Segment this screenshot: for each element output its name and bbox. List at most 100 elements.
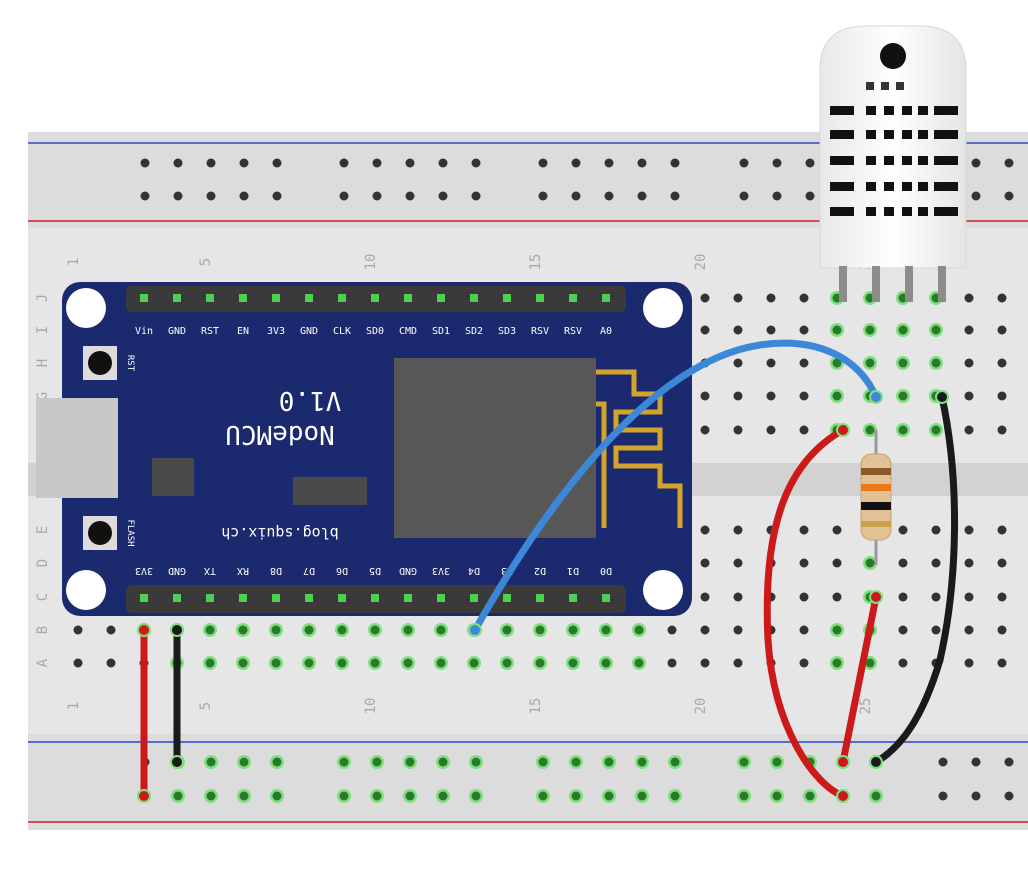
- bottom-pin-label: TX: [204, 565, 216, 576]
- vent-slot: [866, 106, 876, 115]
- breadboard-hole: [304, 658, 314, 668]
- rail-hole: [670, 791, 680, 801]
- breadboard-hole: [964, 425, 974, 435]
- dht22-leg: [872, 266, 880, 302]
- breadboard-hole: [964, 658, 974, 668]
- breadboard-hole: [898, 558, 908, 568]
- header-pin: [404, 294, 412, 302]
- breadboard-hole: [370, 658, 380, 668]
- bottom-pin-label: D4: [468, 565, 480, 576]
- rail-hole: [438, 757, 448, 767]
- top-pin-label: RSV: [564, 326, 582, 337]
- rail-hole: [538, 158, 548, 168]
- vent-slot: [884, 106, 894, 115]
- row-letter: B: [35, 626, 51, 634]
- breadboard-hole: [469, 658, 479, 668]
- breadboard-hole: [733, 658, 743, 668]
- breadboard-hole: [898, 658, 908, 668]
- header-pin: [536, 294, 544, 302]
- bottom-pin-label: D8: [270, 565, 282, 576]
- rail-hole: [239, 791, 249, 801]
- nodemcu-version-text: V1.0: [279, 385, 342, 415]
- column-number: 5: [198, 258, 214, 266]
- header-pin: [503, 294, 511, 302]
- wire-end: [139, 791, 149, 801]
- breadboard-hole: [766, 358, 776, 368]
- header-pin: [569, 594, 577, 602]
- rail-hole: [471, 791, 481, 801]
- rail-hole: [571, 757, 581, 767]
- vent-slot: [866, 82, 874, 90]
- bottom-pin-label: D1: [567, 565, 579, 576]
- breadboard-hole: [832, 358, 842, 368]
- row-letter: E: [35, 526, 51, 534]
- rail-hole: [471, 158, 481, 168]
- vent-slot: [918, 207, 928, 216]
- header-pin: [371, 594, 379, 602]
- header-pin: [470, 294, 478, 302]
- breadboard-hole: [964, 391, 974, 401]
- column-number: 20: [693, 698, 709, 715]
- wire-end: [838, 791, 848, 801]
- breadboard-hole: [700, 625, 710, 635]
- voltage-regulator: [152, 458, 194, 496]
- breadboard-hole: [700, 293, 710, 303]
- header-pin: [272, 294, 280, 302]
- breadboard-hole: [700, 425, 710, 435]
- wire-black-dht-gnd-to-rail[interactable]: [872, 393, 959, 766]
- rail-hole: [571, 158, 581, 168]
- breadboard-hole: [733, 525, 743, 535]
- breadboard-hole: [733, 592, 743, 602]
- vent-slot: [830, 106, 854, 115]
- breadboard-hole: [733, 391, 743, 401]
- wire-red-rail-to-resistor[interactable]: [763, 426, 847, 800]
- header-pin: [239, 294, 247, 302]
- header-pin: [140, 594, 148, 602]
- wire-end: [172, 757, 182, 767]
- wire-end: [871, 592, 881, 602]
- rail-hole: [206, 158, 216, 168]
- breadboard-hole: [667, 658, 677, 668]
- rst-button-label: RST: [125, 355, 135, 372]
- mount-hole: [66, 288, 106, 328]
- vent-slot: [866, 182, 876, 191]
- column-number: 20: [693, 254, 709, 271]
- resistor-band-1: [861, 468, 891, 475]
- wire-blue-d4-to-dht-data[interactable]: [471, 339, 880, 634]
- breadboard-hole: [997, 592, 1007, 602]
- vent-slot: [934, 156, 958, 165]
- breadboard-hole: [73, 658, 83, 668]
- breadboard-hole: [898, 358, 908, 368]
- rail-hole: [938, 757, 948, 767]
- breadboard-hole: [964, 293, 974, 303]
- rail-hole: [637, 791, 647, 801]
- breadboard-hole: [502, 625, 512, 635]
- breadboard-hole: [238, 625, 248, 635]
- rail-hole: [206, 191, 216, 201]
- row-letter: C: [35, 593, 51, 601]
- breadboard-hole: [106, 658, 116, 668]
- rail-hole: [1004, 757, 1014, 767]
- rail-hole: [339, 757, 349, 767]
- breadboard-hole: [931, 592, 941, 602]
- wire-end: [871, 757, 881, 767]
- dht22-legs: [839, 266, 946, 302]
- breadboard-hole: [403, 658, 413, 668]
- breadboard-hole: [799, 391, 809, 401]
- rail-hole: [405, 757, 415, 767]
- rail-hole: [739, 191, 749, 201]
- breadboard-hole: [700, 658, 710, 668]
- breadboard-hole: [667, 625, 677, 635]
- breadboard-hole: [568, 658, 578, 668]
- breadboard-hole: [865, 558, 875, 568]
- dht22-sensor: [819, 25, 967, 302]
- vent-slot: [884, 130, 894, 139]
- vent-slot: [884, 182, 894, 191]
- header-pin: [140, 294, 148, 302]
- rail-hole: [405, 191, 415, 201]
- breadboard-labels: 11551010151520202525JIHGFEDCBA: [35, 254, 874, 715]
- rail-hole: [140, 158, 150, 168]
- vent-slot: [830, 182, 854, 191]
- wire-red-rail-to-dht-vcc[interactable]: [839, 593, 880, 766]
